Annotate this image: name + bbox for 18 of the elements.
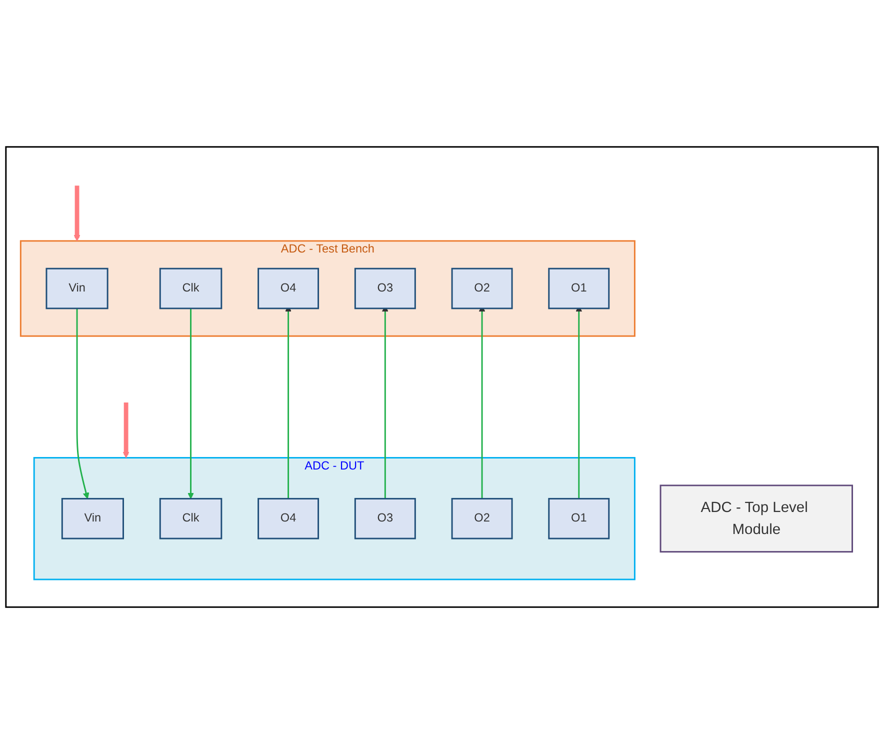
node-box: Clk [159, 498, 222, 540]
node-box: O4 [258, 268, 320, 310]
cluster [5, 146, 879, 608]
node-box: O3 [354, 498, 416, 540]
arrow [76, 308, 90, 500]
node-box: O2 [451, 498, 513, 540]
arrow [122, 402, 130, 459]
node-box: O1 [548, 498, 610, 540]
node-box: O1 [548, 268, 610, 310]
node-box: O3 [354, 268, 416, 310]
node-box: Vin [46, 268, 108, 310]
arrow [188, 308, 194, 500]
node-box: O4 [258, 498, 320, 540]
node-box: Vin [61, 498, 124, 540]
node-box: Clk [159, 268, 222, 310]
arrow [74, 186, 80, 242]
node-box: ADC - Top Level Module [660, 485, 854, 554]
node-box: O2 [451, 268, 513, 310]
